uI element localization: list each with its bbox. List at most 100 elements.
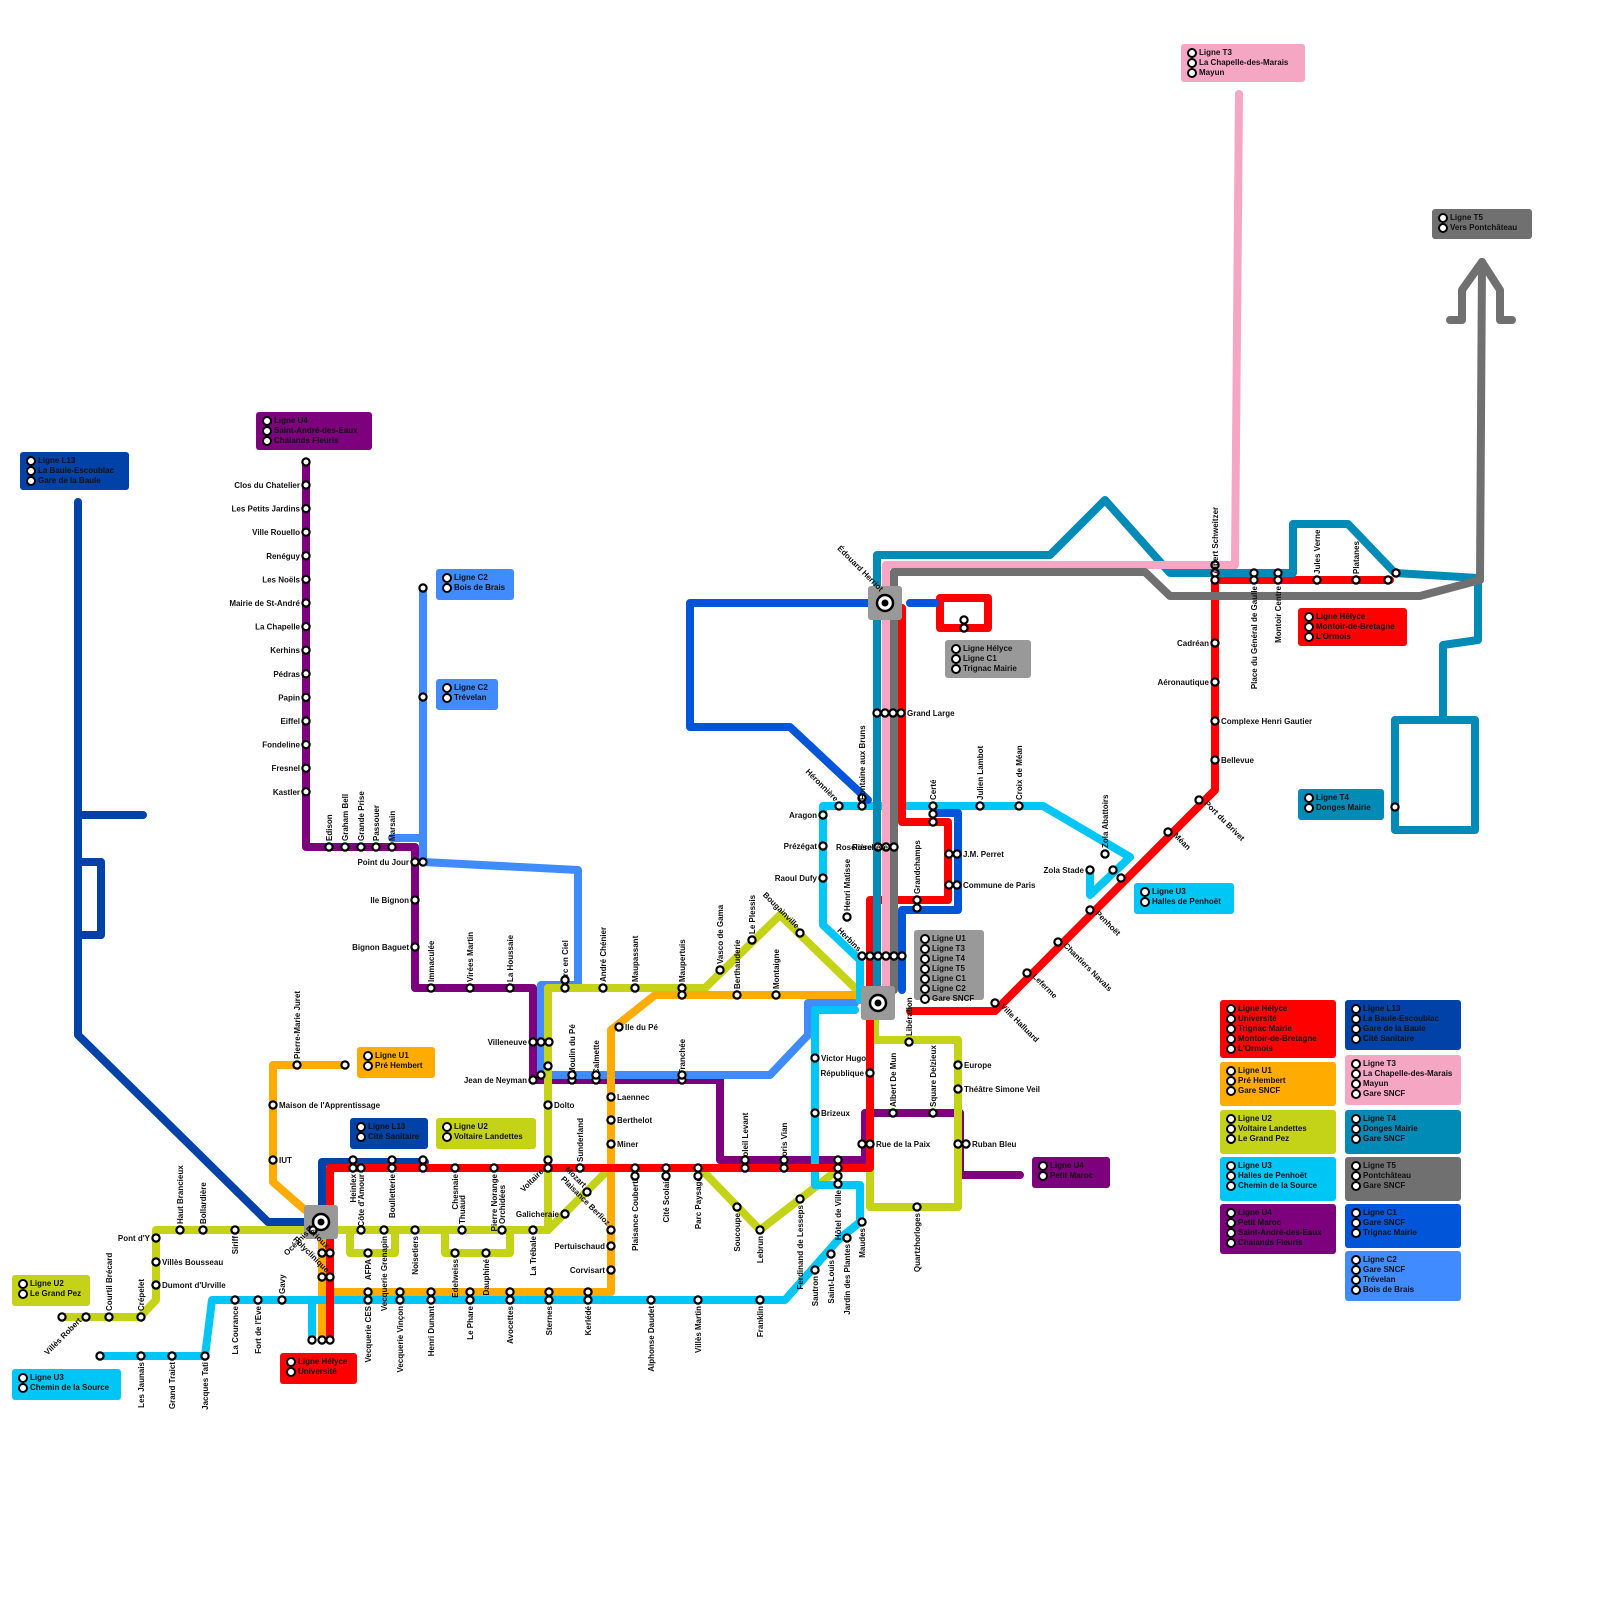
station-stop[interactable] xyxy=(904,1037,914,1047)
station-stop[interactable] xyxy=(1210,575,1220,585)
station-stop[interactable] xyxy=(57,1312,67,1322)
station-stop[interactable] xyxy=(505,983,515,993)
station-stop[interactable] xyxy=(865,1139,875,1149)
station-stop[interactable] xyxy=(928,817,938,827)
station-stop[interactable] xyxy=(426,1287,436,1297)
station-stop[interactable] xyxy=(301,692,311,703)
station-stop[interactable] xyxy=(779,1163,789,1173)
station-stop[interactable] xyxy=(325,1335,335,1345)
station-stop[interactable] xyxy=(833,1179,843,1189)
station-stop[interactable] xyxy=(944,880,954,890)
station-stop[interactable] xyxy=(136,1351,146,1361)
station-stop[interactable] xyxy=(301,551,311,561)
station-stop[interactable] xyxy=(325,1272,335,1282)
station-stop[interactable] xyxy=(953,1084,963,1094)
station-stop[interactable] xyxy=(301,457,311,467)
station-stop[interactable] xyxy=(308,1225,318,1235)
station-stop[interactable] xyxy=(953,1139,963,1149)
station-stop[interactable] xyxy=(200,1351,210,1361)
station-stop[interactable] xyxy=(693,1163,703,1173)
station-stop[interactable] xyxy=(395,1287,405,1297)
station-stop[interactable] xyxy=(317,1272,327,1282)
station-stop[interactable] xyxy=(544,1287,554,1297)
station-stop[interactable] xyxy=(301,503,311,514)
station-stop[interactable] xyxy=(387,1155,397,1165)
station-stop[interactable] xyxy=(301,763,311,773)
station-stop[interactable] xyxy=(136,1312,146,1322)
station-stop[interactable] xyxy=(833,1163,843,1173)
station-stop[interactable] xyxy=(1210,716,1220,726)
station-stop[interactable] xyxy=(363,1287,373,1297)
station-stop[interactable] xyxy=(426,1295,436,1305)
station-stop[interactable] xyxy=(818,873,828,883)
station-stop[interactable] xyxy=(842,1233,852,1243)
station-stop[interactable] xyxy=(952,880,962,890)
station-stop[interactable] xyxy=(810,1108,820,1118)
station-stop[interactable] xyxy=(230,1225,240,1235)
station-stop[interactable] xyxy=(325,1248,335,1258)
station-stop[interactable] xyxy=(1210,755,1220,765)
station-stop[interactable] xyxy=(880,708,890,718)
station-stop[interactable] xyxy=(1116,873,1126,883)
station-stop[interactable] xyxy=(732,990,742,1000)
station-stop[interactable] xyxy=(544,1295,554,1305)
station-stop[interactable] xyxy=(889,951,899,961)
station-stop[interactable] xyxy=(1273,575,1283,585)
station-stop[interactable] xyxy=(151,1233,161,1243)
station-stop[interactable] xyxy=(959,623,969,633)
station-stop[interactable] xyxy=(317,1335,327,1345)
station-stop[interactable] xyxy=(630,983,640,993)
station-stop[interactable] xyxy=(410,1225,420,1235)
station-stop[interactable] xyxy=(630,1171,640,1181)
station-stop[interactable] xyxy=(198,1225,208,1235)
station-stop[interactable] xyxy=(833,1171,843,1181)
station-stop[interactable] xyxy=(104,1312,114,1322)
station-stop[interactable] xyxy=(1022,968,1032,978)
station-stop[interactable] xyxy=(928,801,938,811)
station-stop[interactable] xyxy=(693,1295,703,1305)
station-stop[interactable] xyxy=(646,1295,656,1305)
station-stop[interactable] xyxy=(301,669,311,679)
station-stop[interactable] xyxy=(363,1295,373,1305)
station-stop[interactable] xyxy=(348,1155,358,1165)
station-stop[interactable] xyxy=(465,983,475,993)
station-stop[interactable] xyxy=(543,1163,553,1173)
station-stop[interactable] xyxy=(536,1037,546,1047)
station-stop[interactable] xyxy=(693,1171,703,1181)
station-stop[interactable] xyxy=(583,1287,593,1297)
station-stop[interactable] xyxy=(889,842,899,852)
station-stop[interactable] xyxy=(873,951,883,961)
station-stop[interactable] xyxy=(881,951,891,961)
station-stop[interactable] xyxy=(1100,849,1110,859)
station-stop[interactable] xyxy=(387,1163,397,1173)
station-stop[interactable] xyxy=(481,1248,491,1258)
station-stop[interactable] xyxy=(582,1187,592,1197)
station-stop[interactable] xyxy=(81,1312,91,1322)
station-stop[interactable] xyxy=(953,1060,963,1070)
station-stop[interactable] xyxy=(348,1163,358,1173)
station-stop[interactable] xyxy=(865,951,875,961)
station-stop[interactable] xyxy=(371,842,381,852)
station-stop[interactable] xyxy=(418,1155,428,1165)
station-stop[interactable] xyxy=(410,857,420,867)
station-stop[interactable] xyxy=(410,942,420,952)
station-stop[interactable] xyxy=(1108,865,1118,875)
station-stop[interactable] xyxy=(1383,575,1393,585)
station-stop[interactable] xyxy=(952,849,962,859)
station-stop[interactable] xyxy=(928,1108,938,1118)
station-stop[interactable] xyxy=(301,716,311,726)
station-stop[interactable] xyxy=(1351,575,1361,585)
station-stop[interactable] xyxy=(151,1280,161,1290)
station-stop[interactable] xyxy=(591,1070,601,1080)
station-stop[interactable] xyxy=(418,1163,428,1173)
station-stop[interactable] xyxy=(277,1295,287,1305)
station-stop[interactable] xyxy=(912,895,922,905)
station-stop[interactable] xyxy=(606,1225,616,1235)
station-stop[interactable] xyxy=(418,583,428,593)
station-stop[interactable] xyxy=(307,1335,317,1345)
station-stop[interactable] xyxy=(755,1295,765,1305)
station-stop[interactable] xyxy=(740,1155,750,1165)
station-stop[interactable] xyxy=(896,708,906,718)
station-stop[interactable] xyxy=(888,708,898,718)
station-stop[interactable] xyxy=(505,1295,515,1305)
